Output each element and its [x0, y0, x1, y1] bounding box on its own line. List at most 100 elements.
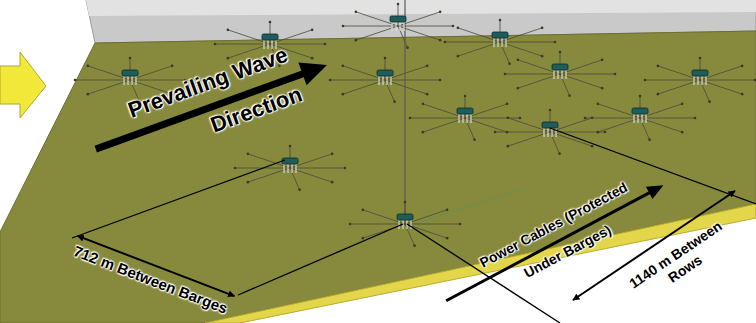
anchor-dot — [494, 131, 497, 134]
anchor-dot — [331, 153, 334, 156]
mooring-line — [350, 224, 405, 225]
vertical-cable — [404, 0, 405, 214]
anchor-dot — [541, 55, 544, 58]
mooring-line — [405, 224, 460, 225]
extension-line — [238, 224, 403, 295]
mooring-line — [645, 80, 700, 81]
mooring-line — [398, 26, 453, 27]
anchor-dot — [681, 131, 684, 134]
anchor-dot — [129, 57, 132, 60]
anchor-dot — [597, 103, 600, 106]
mooring-line — [330, 80, 385, 81]
anchor-dot — [657, 65, 660, 68]
anchor-dot — [426, 93, 429, 96]
anchor-dot — [699, 57, 702, 60]
mooring-line — [290, 168, 345, 169]
anchor-dot — [601, 87, 604, 90]
mooring-line — [75, 80, 130, 81]
extension-line — [72, 160, 285, 238]
anchor-dot — [214, 43, 217, 46]
anchor-dot — [355, 11, 358, 14]
mooring-line — [270, 22, 271, 44]
anchor-dot — [331, 181, 334, 184]
barge — [632, 108, 648, 114]
mooring-line — [585, 118, 640, 119]
anchor-dot — [507, 145, 510, 148]
anchor-dot — [329, 79, 332, 82]
anchor-dot — [517, 87, 520, 90]
anchor-dot — [409, 117, 412, 120]
anchor-dot — [439, 39, 442, 42]
anchor-dot — [289, 145, 292, 148]
anchor-dot — [393, 100, 396, 103]
barge — [377, 70, 393, 76]
anchor-dot — [681, 103, 684, 106]
barge — [552, 64, 568, 70]
mooring-line — [290, 146, 291, 168]
anchor-dot — [324, 43, 327, 46]
anchor-dot — [349, 223, 352, 226]
barge — [542, 122, 558, 128]
mooring-group — [74, 3, 756, 247]
seabed-plane — [0, 31, 756, 323]
axis-line — [420, 190, 520, 222]
mooring-line — [465, 96, 466, 118]
anchor-dot — [397, 3, 400, 6]
barge — [390, 16, 406, 22]
anchor-dot — [87, 65, 90, 68]
mooring-line — [445, 42, 500, 43]
mooring-line — [640, 96, 641, 118]
anchor-dot — [517, 59, 520, 62]
cable-arrow-head — [646, 179, 667, 199]
anchor-dot — [362, 237, 365, 240]
anchor-dot — [507, 117, 510, 120]
yellow-arrow — [0, 52, 46, 118]
anchor-dot — [362, 209, 365, 212]
anchor-dot — [439, 11, 442, 14]
mooring-line — [385, 58, 386, 80]
barge — [397, 214, 413, 220]
mooring-line — [410, 118, 465, 119]
anchor-dot — [657, 93, 660, 96]
barge — [262, 34, 278, 40]
anchor-dot — [452, 25, 455, 28]
anchor-dot — [644, 79, 647, 82]
anchor-dot — [519, 117, 522, 120]
mooring-line — [640, 118, 695, 119]
mooring-line — [505, 74, 560, 75]
anchor-dot — [504, 73, 507, 76]
mooring-line — [560, 74, 615, 75]
anchor-dot — [342, 93, 345, 96]
barge — [282, 158, 298, 164]
anchor-dot — [741, 93, 744, 96]
anchor-dot — [741, 65, 744, 68]
anchor-dot — [298, 188, 301, 191]
mooring-line — [700, 80, 755, 81]
anchor-dot — [342, 65, 345, 68]
mooring-line — [495, 132, 550, 133]
anchor-dot — [559, 51, 562, 54]
mooring-line — [405, 202, 406, 224]
anchor-dot — [355, 39, 358, 42]
back-wall-top — [86, 0, 756, 16]
anchor-dot — [413, 244, 416, 247]
anchor-dot — [506, 103, 509, 106]
anchor-dot — [74, 79, 77, 82]
anchor-dot — [234, 167, 237, 170]
anchor-dot — [708, 100, 711, 103]
anchor-dot — [754, 79, 756, 82]
anchor-dot — [269, 21, 272, 24]
anchor-dot — [446, 237, 449, 240]
anchor-dot — [311, 57, 314, 60]
anchor-dot — [446, 209, 449, 212]
mooring-line — [700, 58, 701, 80]
anchor-dot — [601, 59, 604, 62]
anchor-dot — [473, 138, 476, 141]
anchor-dot — [87, 93, 90, 96]
anchor-dot — [406, 46, 409, 49]
barge — [492, 32, 508, 38]
mooring-line — [465, 118, 520, 119]
mooring-line — [130, 58, 131, 80]
anchor-dot — [247, 181, 250, 184]
